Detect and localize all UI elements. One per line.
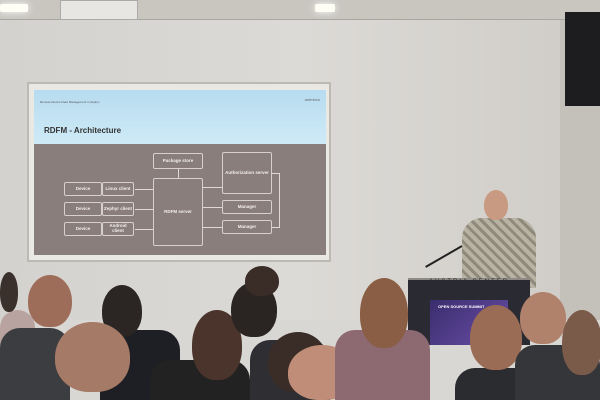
arrow <box>203 187 222 188</box>
arrow <box>279 173 280 228</box>
arrow <box>135 229 153 230</box>
device-box: Device <box>64 222 102 236</box>
arrow <box>203 207 222 208</box>
slide-subtitle: Remote Device Fleet Management in Zephyr <box>40 100 100 104</box>
podium-venue: AUSTRIA CENTER <box>428 279 509 285</box>
audience-head <box>562 310 600 375</box>
audience-head <box>245 266 279 296</box>
ceiling-light <box>0 4 28 12</box>
arrow <box>178 169 179 178</box>
speaker-shirt <box>462 218 536 288</box>
device-box: Device <box>64 202 102 216</box>
arrow <box>135 209 153 210</box>
projector <box>60 0 138 20</box>
arrow <box>272 173 279 174</box>
ceiling-light <box>315 4 335 12</box>
audience-head <box>360 278 408 348</box>
event-logo: OPEN SOURCE SUMMIT <box>438 304 485 309</box>
manager-box: Manager <box>222 200 272 214</box>
client-box: Linux client <box>102 182 134 196</box>
arrow <box>203 227 222 228</box>
audience-head <box>470 305 522 370</box>
slide-logo: antmicro <box>304 97 320 102</box>
audience-head <box>28 275 72 327</box>
audience-head <box>55 322 130 392</box>
package-store-box: Package store <box>153 153 203 169</box>
presentation-slide: Remote Device Fleet Management in Zephyr… <box>34 90 326 255</box>
manager-box: Manager <box>222 220 272 234</box>
audience-head <box>520 292 566 344</box>
arrow <box>272 227 279 228</box>
loudspeaker <box>565 12 600 106</box>
audience-head <box>0 272 18 312</box>
arrow <box>135 189 153 190</box>
slide-title: RDFM - Architecture <box>44 126 122 135</box>
client-box: Android client <box>102 222 134 236</box>
ceiling <box>0 0 600 20</box>
auth-server-box: Authorization server <box>222 152 272 194</box>
client-box: Zephyr client <box>102 202 134 216</box>
server-box: RDFM server <box>153 178 203 246</box>
speaker-head <box>484 190 508 220</box>
slide-header: Remote Device Fleet Management in Zephyr… <box>34 90 326 144</box>
device-box: Device <box>64 182 102 196</box>
